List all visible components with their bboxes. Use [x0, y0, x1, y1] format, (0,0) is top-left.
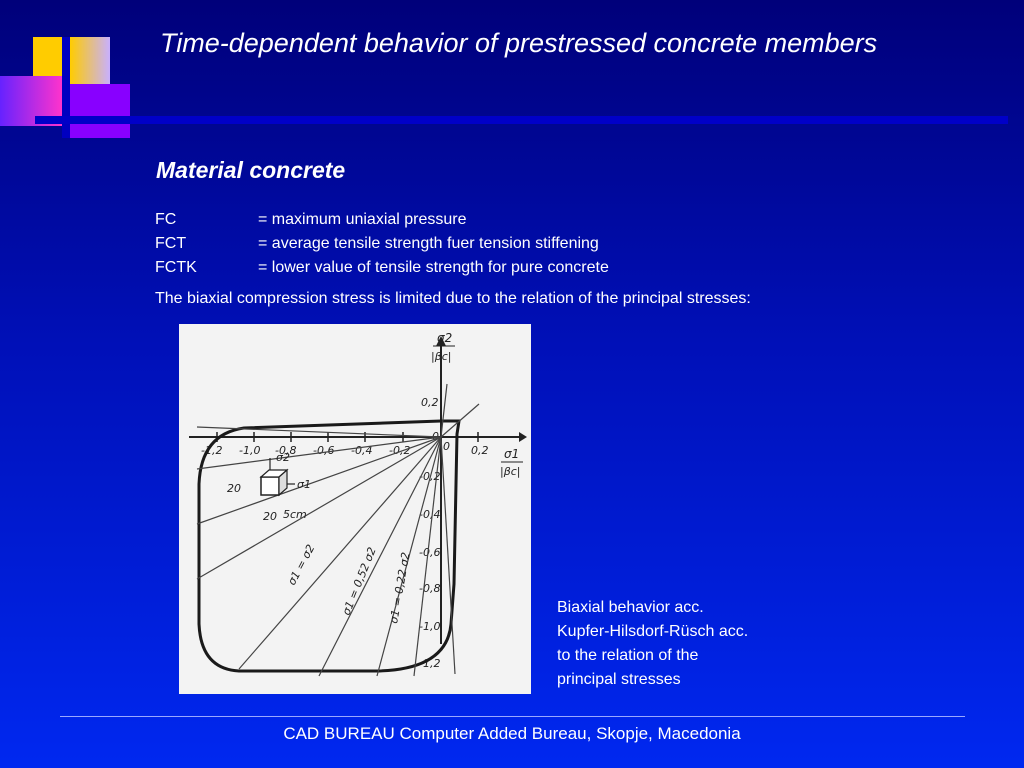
footer-rule [60, 716, 965, 717]
footer-text: CAD BUREAU Computer Added Bureau, Skopje… [283, 724, 741, 743]
caption-line: to the relation of the [557, 647, 699, 664]
specimen-dim-label: 5cm [283, 508, 307, 521]
x-axis-arrow [519, 432, 527, 442]
y-axis-arrow [436, 336, 446, 346]
definition-key: FCT [155, 235, 187, 252]
biaxial-diagram-svg: -1,2 -1,0 -0,8 -0,6 -0,4 -0,2 0 0,2 0,2 … [189, 331, 527, 677]
y-tick-label: -0,2 [419, 470, 440, 483]
logo-blocks [0, 0, 140, 145]
x-tick-label: -0,8 [275, 444, 296, 457]
biaxial-diagram: -1,2 -1,0 -0,8 -0,6 -0,4 -0,2 0 0,2 0,2 … [179, 324, 531, 694]
y-tick-label: 0 [443, 440, 450, 453]
definition-value: = lower value of tensile strength for pu… [258, 259, 609, 276]
definitions-list: FC = maximum uniaxial pressure FCT = ave… [155, 208, 609, 280]
y-tick-label: -0,6 [419, 546, 440, 559]
definition-value: = average tensile strength fuer tension … [258, 235, 599, 252]
x-tick-label: -0,6 [313, 444, 334, 457]
y-tick-label: 0,2 [421, 396, 439, 409]
definition-value: = maximum uniaxial pressure [258, 211, 467, 228]
x-axis-label: σ1 [504, 447, 519, 461]
definition-key: FCTK [155, 259, 197, 276]
x-axis-denominator: |βc| [500, 465, 520, 478]
slide-title: Time-dependent behavior of prestressed c… [160, 28, 878, 58]
failure-envelope-curve [197, 419, 461, 673]
logo-yellow-block-2 [70, 37, 110, 85]
ray-label: σ1 = 0,22 σ2 [387, 551, 412, 624]
specimen-sigma2-label: σ2 [276, 451, 290, 464]
specimen-dim-label: 20 [227, 482, 241, 495]
x-tick-label: 0,2 [471, 444, 489, 457]
caption-line: principal stresses [557, 671, 681, 688]
logo-divider-v [62, 37, 70, 138]
specimen-sigma1-label: σ1 [297, 478, 311, 491]
caption-line: Kupfer-Hilsdorf-Rüsch acc. [557, 623, 749, 640]
y-tick-label: -1,0 [419, 620, 440, 633]
specimen-cube [259, 458, 295, 497]
ray-label: σ1 = 0,52 σ2 [340, 545, 379, 617]
definition-row: FCTK = lower value of tensile strength f… [155, 256, 609, 280]
y-tick-label: -0,4 [419, 508, 440, 521]
y-axis-denominator: |βc| [431, 350, 451, 363]
y-tick-label: -0,8 [419, 582, 440, 595]
definition-key: FC [155, 211, 177, 228]
logo-purple-block [64, 84, 130, 138]
y-tick-label: -1,2 [419, 657, 440, 670]
title-rule [35, 116, 1008, 124]
definition-row: FC = maximum uniaxial pressure [155, 208, 609, 232]
radial-rays [196, 383, 480, 677]
specimen-dim-label: 20 [263, 510, 277, 523]
caption-line: Biaxial behavior acc. [557, 599, 704, 616]
definition-row: FCT = average tensile strength fuer tens… [155, 232, 609, 256]
y-axis-label: σ2 [437, 331, 452, 345]
figure-caption: Biaxial behavior acc. Kupfer-Hilsdorf-Rü… [557, 596, 748, 692]
section-subtitle: Material concrete [156, 157, 346, 183]
x-tick-label: -1,0 [239, 444, 260, 457]
ray-label: σ1 = σ2 [285, 542, 317, 587]
stress-note: The biaxial compression stress is limite… [155, 290, 751, 307]
x-tick-label: -0,2 [389, 444, 410, 457]
